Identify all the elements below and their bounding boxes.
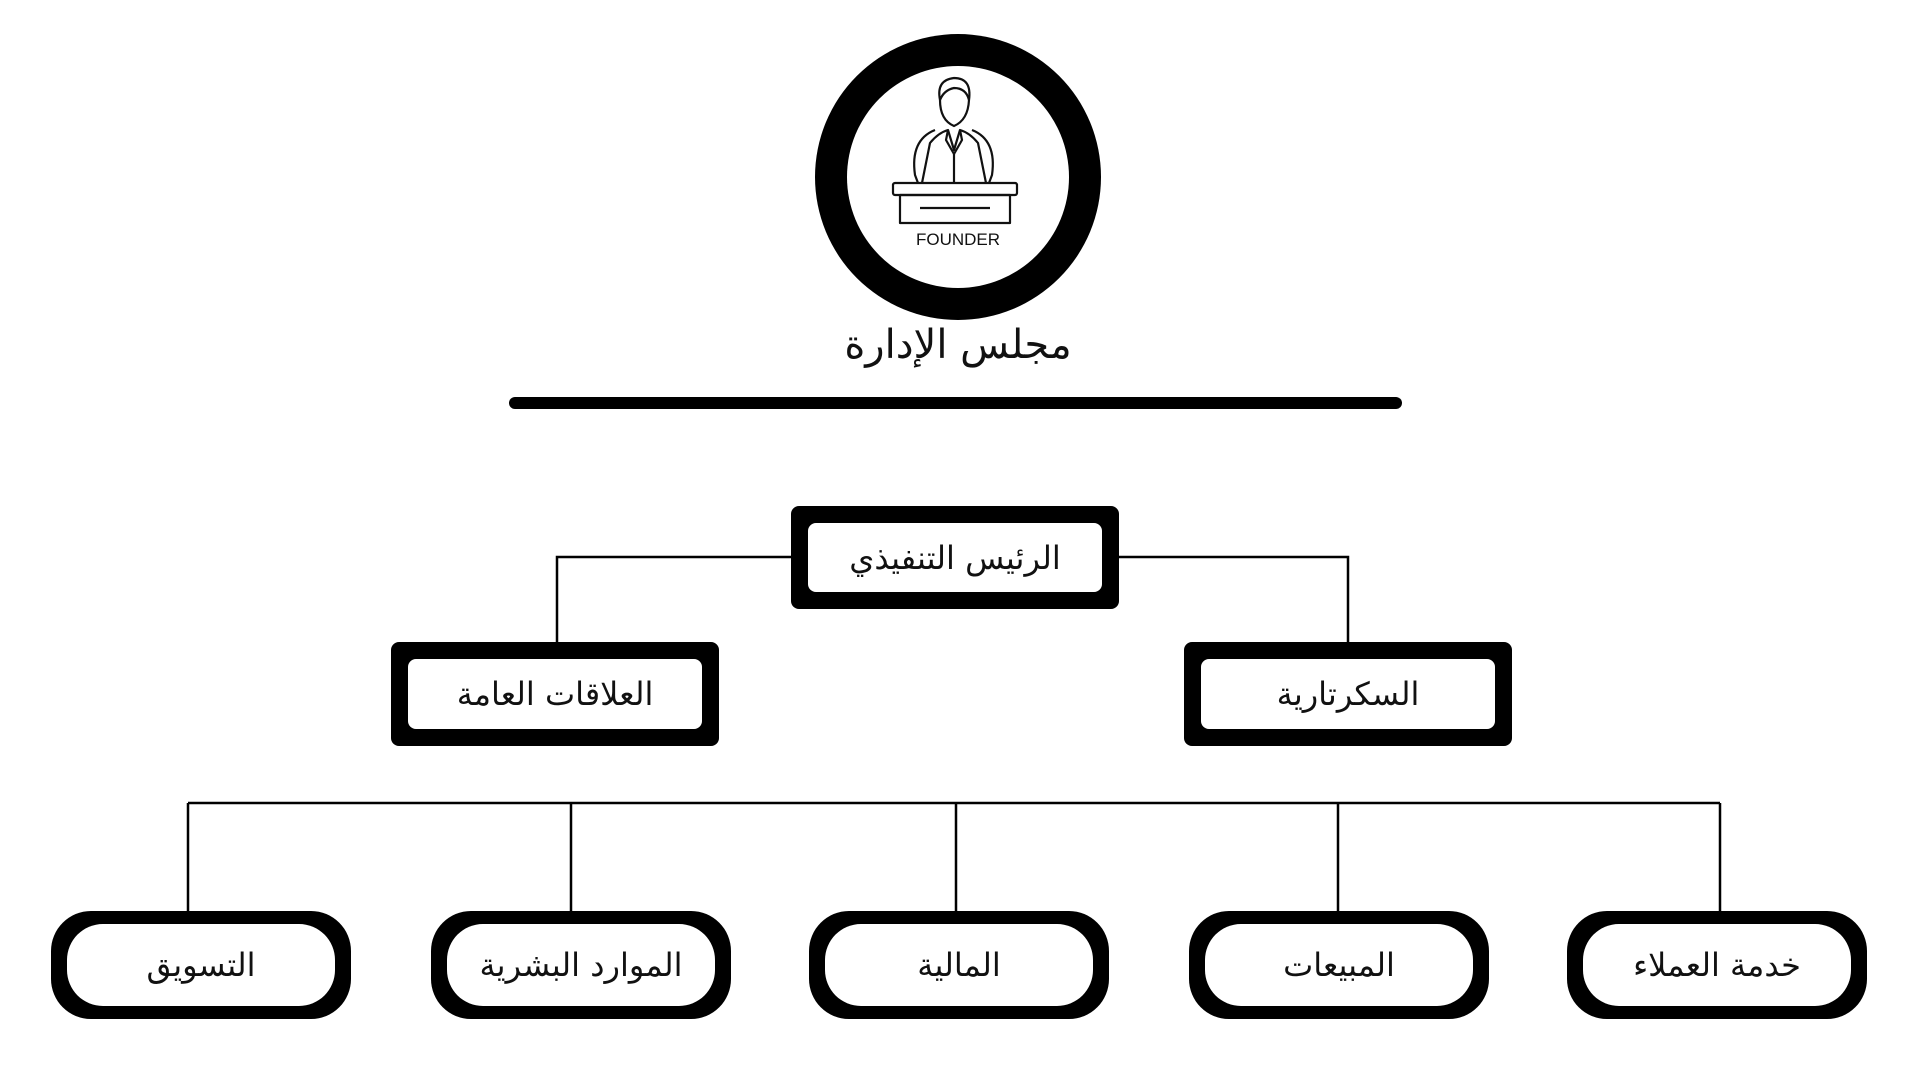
hr-label: الموارد البشرية [447, 924, 715, 1006]
sales-node[interactable]: المبيعات [1189, 911, 1489, 1019]
finance-node[interactable]: المالية [809, 911, 1109, 1019]
ceo-node[interactable]: الرئيس التنفيذي [791, 506, 1119, 609]
public-relations-node[interactable]: العلاقات العامة [391, 642, 719, 746]
founder-label: FOUNDER [915, 230, 1001, 249]
customer-service-label: خدمة العملاء [1583, 924, 1851, 1006]
board-title: مجلس الإدارة [844, 322, 1072, 368]
finance-label: المالية [825, 924, 1093, 1006]
founder-podium-icon [891, 76, 1019, 225]
public-relations-label: العلاقات العامة [408, 659, 702, 729]
connector-ceo-secretary [1118, 555, 1350, 642]
ceo-label: الرئيس التنفيذي [808, 523, 1102, 592]
secretary-node[interactable]: السكرتارية [1184, 642, 1512, 746]
founder-circle [815, 34, 1101, 320]
hr-node[interactable]: الموارد البشرية [431, 911, 731, 1019]
marketing-label: التسويق [67, 924, 335, 1006]
sales-label: المبيعات [1205, 924, 1473, 1006]
marketing-node[interactable]: التسويق [51, 911, 351, 1019]
customer-service-node[interactable]: خدمة العملاء [1567, 911, 1867, 1019]
title-divider [509, 397, 1402, 409]
connector-ceo-pr [555, 555, 792, 642]
secretary-label: السكرتارية [1201, 659, 1495, 729]
